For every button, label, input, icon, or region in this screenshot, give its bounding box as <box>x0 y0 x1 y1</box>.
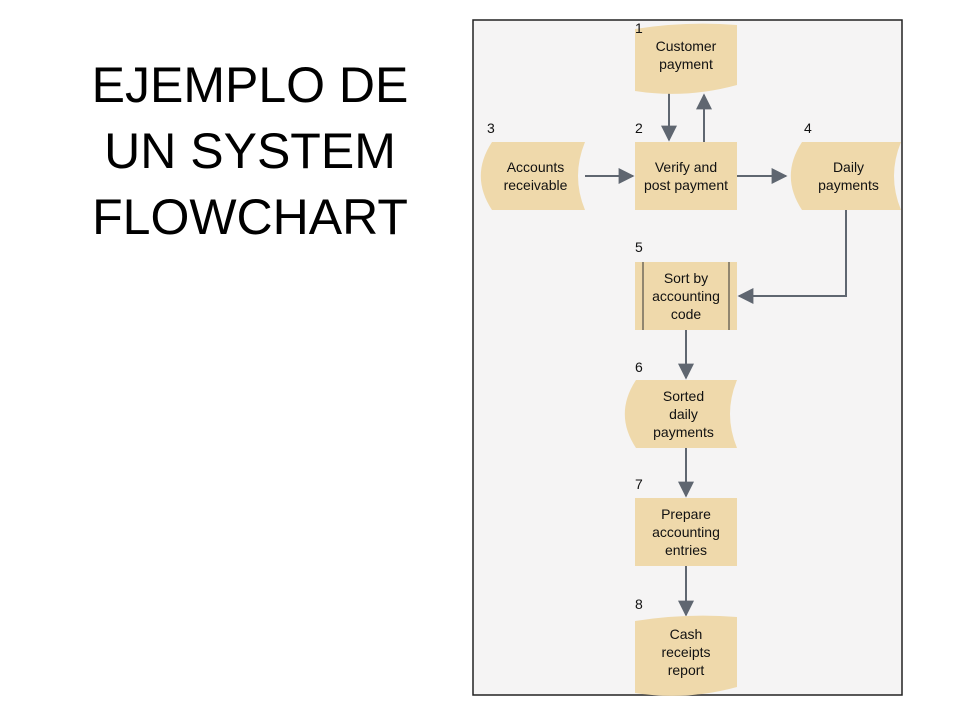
flow-arrow-n4-to-n5 <box>737 210 847 304</box>
node-label-line: code <box>671 306 702 322</box>
stored-data-shape <box>624 380 737 448</box>
title-line-2: UN SYSTEM <box>104 123 396 179</box>
step-number: 2 <box>635 120 643 136</box>
node-label-line: Customer <box>656 38 717 54</box>
document-shape <box>635 23 737 94</box>
node-label-line: post payment <box>644 177 728 193</box>
process-shape <box>635 142 737 210</box>
node-label-line: payment <box>659 56 713 72</box>
node-label-line: daily <box>669 406 698 422</box>
step-number: 8 <box>635 596 643 612</box>
document-shape <box>635 615 737 696</box>
node-label-line: Daily <box>833 159 864 175</box>
node-label-line: receivable <box>504 177 568 193</box>
node-label-line: accounting <box>652 524 720 540</box>
stored-data-shape <box>480 142 585 210</box>
title-line-3: FLOWCHART <box>92 189 408 245</box>
node-label-line: Cash <box>670 626 703 642</box>
stored-data-shape <box>790 142 901 210</box>
node-label-line: report <box>668 662 705 678</box>
node-label-line: entries <box>665 542 707 558</box>
node-label-line: receipts <box>661 644 710 660</box>
step-number: 6 <box>635 359 643 375</box>
step-number: 4 <box>804 120 812 136</box>
step-number: 1 <box>635 20 643 36</box>
slide-title: EJEMPLO DE UN SYSTEM FLOWCHART <box>40 52 460 250</box>
edges-layer <box>585 93 847 617</box>
process-shape <box>635 498 737 566</box>
node-label-line: Prepare <box>661 506 711 522</box>
step-number: 3 <box>487 120 495 136</box>
node-label-line: accounting <box>652 288 720 304</box>
node-label-line: Sorted <box>663 388 704 404</box>
diagram-panel <box>472 19 903 696</box>
node-label-line: Verify and <box>655 159 717 175</box>
title-line-1: EJEMPLO DE <box>91 57 409 113</box>
node-label-line: Accounts <box>507 159 565 175</box>
node-label-line: payments <box>653 424 714 440</box>
step-number: 7 <box>635 476 643 492</box>
predefined-process-shape <box>635 262 737 330</box>
node-label-line: Sort by <box>664 270 708 286</box>
step-number: 5 <box>635 239 643 255</box>
node-label-line: payments <box>818 177 879 193</box>
